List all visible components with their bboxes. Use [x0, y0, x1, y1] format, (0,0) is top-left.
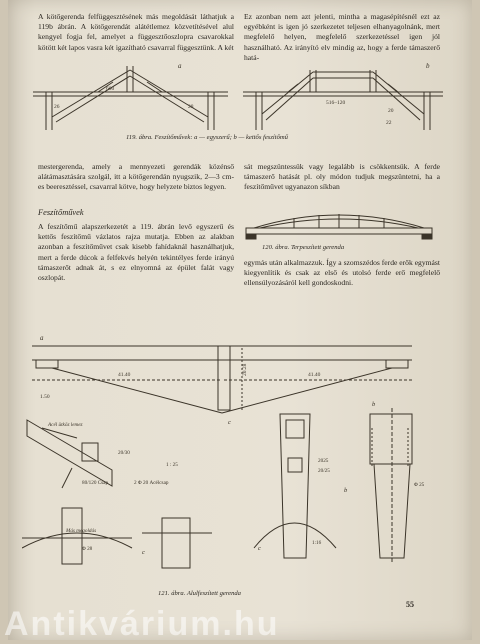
fig119-dim-516: 516–120: [326, 100, 346, 106]
text-column-left-mid: mestergerenda, amely a mennyezeti gerend…: [38, 162, 234, 193]
fig121-diam: Φ 25: [414, 482, 425, 488]
fig121-label-c: c: [228, 419, 231, 426]
fig121-label-c3: c: [142, 549, 145, 556]
fig121-dim-2025: 2025: [318, 458, 329, 464]
paragraph: sát megszüntessük vagy legalább is csökk…: [244, 162, 440, 192]
figure-121-drawing: a 41.40 41.40 20.28 1.50 c b Acél ütköz …: [22, 334, 425, 569]
paragraph: egymás után alkalmazzuk. Így a szomszédo…: [244, 258, 440, 288]
fig121-label-c2: c: [258, 545, 261, 552]
fig121-ratio: 1 : 25: [166, 462, 178, 468]
fig121-label-a: a: [40, 334, 44, 342]
fig121-steel-pins: 2 Φ 20 Acélcsap: [134, 480, 169, 486]
fig119-dim-20: 20: [388, 108, 394, 114]
book-page: A kötőgerenda felfüggesztésének más mego…: [8, 0, 472, 640]
fig121-span-right: 41.40: [308, 372, 321, 378]
fig121-alt-solution: Más megoldás: [65, 528, 96, 534]
figure-119-drawing: a b 600 26 28 20 22 516–120: [33, 62, 443, 130]
page-number: 55: [406, 600, 414, 609]
paragraph: A kötőgerenda felfüggesztésének más mego…: [38, 12, 234, 52]
fig121-dim-2025b: 20/25: [318, 468, 330, 474]
fig119-dim-28: 28: [188, 104, 194, 110]
text-column-right-mid: sát megszüntessük vagy legalább is csökk…: [244, 162, 440, 193]
fig119-dim-600: 600: [106, 86, 115, 92]
text-column-left-top: A kötőgerenda felfüggesztésének más mego…: [38, 12, 234, 53]
figure-119-caption: 119. ábra. Feszítőművek: a — egyszerű; b…: [126, 134, 288, 141]
fig121-label-b2: b: [344, 487, 348, 494]
figure-121-caption: 121. ábra. Alulfeszített gerenda: [158, 590, 241, 597]
paragraph: Ez azonban nem azt jelenti, mintha a mag…: [244, 12, 440, 62]
watermark: Antikvárium.hu: [4, 605, 280, 643]
figure-120-caption: 120. ábra. Terpeszített gerenda: [262, 244, 345, 251]
fig119-label-b: b: [426, 62, 430, 70]
fig121-label-b: b: [372, 401, 376, 408]
text-column-left-low: A feszítőmű alapszerkezetét a 119. ábrán…: [38, 222, 234, 283]
fig121-span-left: 41.40: [118, 372, 131, 378]
fig121-height: 20.28: [242, 363, 248, 376]
fig121-plate-label: Acél ütköz lemez: [47, 422, 83, 428]
paragraph: mestergerenda, amely a mennyezeti gerend…: [38, 162, 234, 192]
text-column-right-top: Ez azonban nem azt jelenti, mintha a mag…: [244, 12, 440, 63]
fig119-dim-22: 22: [386, 120, 392, 126]
fig119-label-a: a: [178, 62, 182, 70]
fig121-ratio2: 1:16: [312, 540, 322, 546]
paragraph: A feszítőmű alapszerkezetét a 119. ábrán…: [38, 222, 234, 283]
section-heading: Feszítőművek: [38, 208, 84, 217]
figure-120-drawing: [245, 214, 433, 240]
fig121-left-dim: 1.50: [40, 394, 50, 400]
fig119-dim-26: 26: [54, 104, 60, 110]
fig121-diam2: Φ 28: [82, 546, 93, 552]
fig121-2030: 20/30: [118, 450, 130, 456]
text-column-right-low: egymás után alkalmazzuk. Így a szomszédo…: [244, 258, 440, 289]
fig121-pin: 80/120 Csap: [82, 480, 108, 486]
